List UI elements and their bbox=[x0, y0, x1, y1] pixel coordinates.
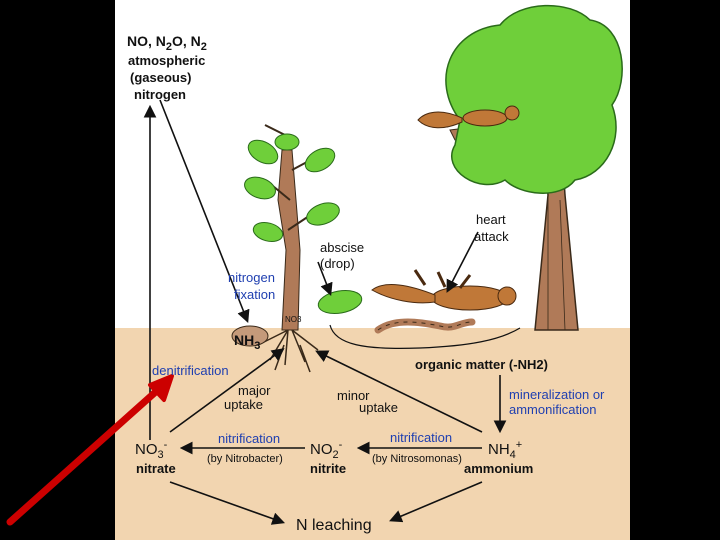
heart-attack-label-line1: heart bbox=[476, 212, 506, 227]
nitrogen-fixation-label-line1: nitrogen bbox=[228, 270, 275, 285]
minor-uptake-label-line1: minor bbox=[337, 388, 370, 403]
plant-illustration bbox=[231, 124, 340, 373]
nitrosomonas-label: (by Nitrosomonas) bbox=[372, 453, 462, 465]
organic-matter-bracket bbox=[329, 324, 521, 349]
tree-illustration bbox=[445, 4, 623, 331]
nitrification-right-label: nitrification bbox=[390, 430, 453, 445]
fallen-leaf-illustration bbox=[317, 290, 363, 314]
major-uptake-label-line1: major bbox=[238, 383, 271, 398]
drop-label: (drop) bbox=[320, 256, 355, 271]
heart-attack-label-line2: attack bbox=[474, 229, 509, 244]
nitrite-label: nitrite bbox=[310, 461, 347, 476]
minor-uptake-label-line2: uptake bbox=[359, 400, 399, 415]
atmospheric-label: atmospheric bbox=[128, 53, 206, 68]
ammonium-formula: NH4+ bbox=[488, 439, 523, 461]
ammonia-label: NH3 bbox=[234, 332, 261, 352]
soil-area bbox=[115, 328, 630, 540]
nitrogen-fixation-label-line2: fixation bbox=[234, 287, 276, 302]
nitrobacter-label: (by Nitrobacter) bbox=[207, 453, 283, 465]
ammonium-label: ammonium bbox=[464, 461, 534, 476]
mineralization-label-line2: ammonification bbox=[509, 402, 597, 417]
nitrogen-label: nitrogen bbox=[134, 87, 186, 102]
nitrification-left-label: nitrification bbox=[218, 431, 281, 446]
abscise-label: abscise bbox=[320, 240, 365, 255]
nitrate-label: nitrate bbox=[136, 461, 176, 476]
denitrification-label: denitrification bbox=[152, 363, 229, 378]
nitrite-formula: NO2- bbox=[310, 439, 343, 461]
major-uptake-label-line2: uptake bbox=[224, 397, 264, 412]
red-pointer-arrow bbox=[6, 374, 174, 526]
n-leaching-label: N leaching bbox=[296, 517, 372, 534]
gaseous-label: (gaseous) bbox=[130, 70, 192, 85]
nitrate-formula: NO3- bbox=[135, 439, 168, 461]
root-nitrate-label: NO3 bbox=[285, 315, 302, 324]
organic-matter-label: organic matter (-NH2) bbox=[415, 357, 548, 372]
atmospheric-formula: NO, N2O, N2 bbox=[127, 33, 207, 53]
squirrel-on-branch-illustration bbox=[417, 105, 520, 129]
mineralization-label-line1: mineralization or bbox=[509, 387, 605, 402]
earthworm-illustration bbox=[374, 318, 476, 334]
